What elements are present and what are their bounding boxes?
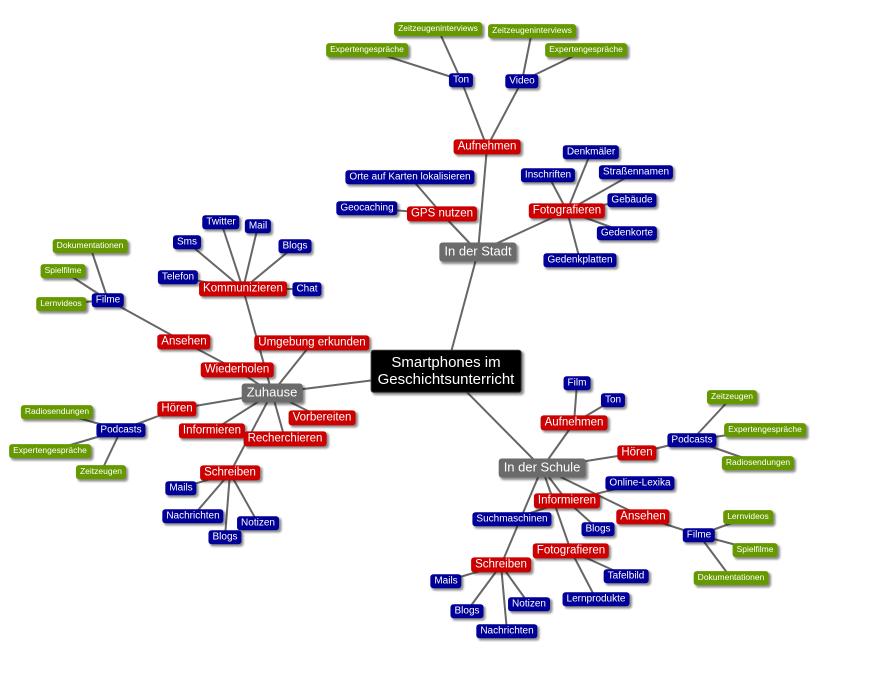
node-c-ton[interactable]: Ton <box>600 393 626 407</box>
node-c-inf[interactable]: Informieren <box>533 493 601 509</box>
node-z-wie[interactable]: Wiederholen <box>200 362 274 378</box>
connector-s_video-s_vid_zz <box>521 30 533 82</box>
node-c-doku[interactable]: Dokumentationen <box>693 571 769 585</box>
node-c-lex[interactable]: Online-Lexika <box>605 476 675 490</box>
connector-z_schr-z_blogs2 <box>224 472 231 538</box>
node-s-geo[interactable]: Geocaching <box>336 201 398 215</box>
node-root[interactable]: Smartphones im Geschichtsunterricht <box>370 349 522 393</box>
node-z-rech[interactable]: Recherchieren <box>243 431 327 447</box>
node-s-auf[interactable]: Aufnehmen <box>453 139 521 155</box>
node-z-pod[interactable]: Podcasts <box>96 423 146 437</box>
node-z-exp[interactable]: Expertengespräche <box>9 444 91 458</box>
node-z-komm[interactable]: Kommunizieren <box>199 281 287 297</box>
node-c-spiel[interactable]: Spielfilme <box>732 543 778 557</box>
node-c-exp[interactable]: Expertengespräche <box>724 423 806 437</box>
node-z-blogs2[interactable]: Blogs <box>208 530 242 544</box>
node-s-orte[interactable]: Orte auf Karten lokalisieren <box>345 170 475 184</box>
node-stadt[interactable]: In der Stadt <box>439 242 517 262</box>
node-z-nachr[interactable]: Nachrichten <box>162 509 224 523</box>
node-c-foto[interactable]: Fotografieren <box>532 543 610 559</box>
node-s-foto[interactable]: Fotografieren <box>528 203 606 219</box>
node-c-tafel[interactable]: Tafelbild <box>603 569 649 583</box>
node-s-gps[interactable]: GPS nutzen <box>406 206 478 222</box>
connector-c_filme-c_doku <box>698 534 732 579</box>
node-s-ton[interactable]: Ton <box>448 73 474 87</box>
node-z-sms[interactable]: Sms <box>173 235 201 249</box>
node-z-vorb[interactable]: Vorbereiten <box>288 410 356 426</box>
node-c-lernp[interactable]: Lernprodukte <box>562 592 630 606</box>
node-c-filme[interactable]: Filme <box>682 528 716 542</box>
node-z-mails[interactable]: Mails <box>165 481 197 495</box>
connector-z_komm-z_tw <box>220 221 244 290</box>
node-c-hoe[interactable]: Hören <box>617 445 657 461</box>
node-z-hoe[interactable]: Hören <box>157 401 197 417</box>
node-c-film[interactable]: Film <box>563 376 591 390</box>
node-s-gedp[interactable]: Gedenkplatten <box>543 253 617 267</box>
node-z-spiel[interactable]: Spielfilme <box>40 264 86 278</box>
node-z-inf[interactable]: Informieren <box>178 423 246 439</box>
node-s-vid-exp[interactable]: Expertengespräche <box>545 43 627 57</box>
node-z-chat[interactable]: Chat <box>292 282 322 296</box>
node-z-blogs1[interactable]: Blogs <box>278 239 312 253</box>
node-z-mail[interactable]: Mail <box>244 219 272 233</box>
connector-c_schr-c_blogs2 <box>466 564 502 612</box>
node-z-radio[interactable]: Radiosendungen <box>20 405 94 419</box>
node-zuhause[interactable]: Zuhause <box>241 383 303 403</box>
node-schule[interactable]: In der Schule <box>498 458 586 478</box>
node-c-radio[interactable]: Radiosendungen <box>721 456 795 470</box>
node-z-notiz[interactable]: Notizen <box>237 516 279 530</box>
connector-z_schr-z_notiz <box>229 472 259 524</box>
node-c-schr[interactable]: Schreiben <box>471 557 531 573</box>
node-s-insch[interactable]: Inschriften <box>520 168 576 182</box>
node-c-auf[interactable]: Aufnehmen <box>540 415 608 431</box>
node-z-filme[interactable]: Filme <box>91 293 125 307</box>
connector-schule-c_foto <box>541 467 572 552</box>
connector-s_foto-s_denk <box>566 151 592 212</box>
node-c-ans[interactable]: Ansehen <box>616 509 670 525</box>
node-c-zz[interactable]: Zeitzeugen <box>706 390 758 404</box>
connector-c_schr-c_nachr <box>500 564 508 632</box>
connector-c_pod-c_zz <box>691 396 733 441</box>
node-c-blogs2[interactable]: Blogs <box>450 604 484 618</box>
connector-z_komm-z_sms <box>186 241 244 290</box>
node-c-nachr[interactable]: Nachrichten <box>476 624 538 638</box>
node-c-such[interactable]: Suchmaschinen <box>472 512 552 526</box>
node-c-notiz[interactable]: Notizen <box>508 597 550 611</box>
node-s-str[interactable]: Straßennamen <box>598 165 674 179</box>
connector-s_ton-s_ton_zz <box>437 28 462 81</box>
node-z-tw[interactable]: Twitter <box>202 215 240 229</box>
connector-z_filme-z_doku <box>89 245 109 301</box>
connector-s_auf-s_ton <box>460 79 488 148</box>
node-z-zz[interactable]: Zeitzeugen <box>75 465 127 479</box>
node-z-lern[interactable]: Lernvideos <box>36 297 86 311</box>
node-z-doku[interactable]: Dokumentationen <box>52 239 128 253</box>
connector-c_foto-c_lernp <box>570 550 597 600</box>
node-z-tel[interactable]: Telefon <box>157 270 199 284</box>
connector-stadt-s_auf <box>477 146 488 253</box>
node-c-lern[interactable]: Lernvideos <box>723 510 773 524</box>
connector-s_auf-s_video <box>486 80 523 148</box>
connector-s_foto-s_gedp <box>566 210 581 261</box>
node-z-schr[interactable]: Schreiben <box>200 465 260 481</box>
node-c-blogs1[interactable]: Blogs <box>581 522 615 536</box>
node-z-ans[interactable]: Ansehen <box>157 334 211 350</box>
node-s-gedo[interactable]: Gedenkorte <box>596 226 658 240</box>
node-s-geb[interactable]: Gebäude <box>607 193 657 207</box>
node-s-ton-exp[interactable]: Expertengespräche <box>326 43 408 57</box>
node-s-denk[interactable]: Denkmäler <box>562 145 620 159</box>
node-s-vid-zz[interactable]: Zeitzeugeninterviews <box>488 24 576 38</box>
connector-z_pod-z_zz <box>100 429 122 473</box>
connector-z_komm-z_mail <box>242 225 259 290</box>
node-s-video[interactable]: Video <box>505 74 539 88</box>
node-c-pod[interactable]: Podcasts <box>667 433 717 447</box>
node-s-ton-zz[interactable]: Zeitzeugeninterviews <box>394 22 482 36</box>
node-c-mails[interactable]: Mails <box>430 574 462 588</box>
node-z-umg[interactable]: Umgebung erkunden <box>254 335 370 351</box>
